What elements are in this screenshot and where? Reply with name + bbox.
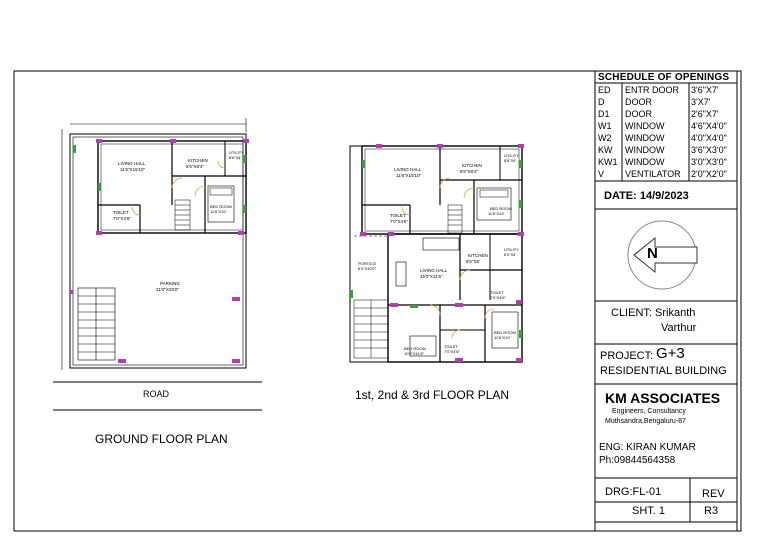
schedule-size: 4'6"X4'0" (691, 121, 727, 131)
upper-bedroom-c-size: 10'0"X11'6" (404, 351, 425, 356)
engineer-name: ENG: KIRAN KUMAR (599, 442, 696, 453)
ground-bedroom-size: 11'6"X10' (210, 209, 227, 214)
project-description: RESIDENTIAL BUILDING (600, 365, 727, 377)
schedule-name: WINDOW (625, 133, 665, 143)
title-block-frame (594, 71, 738, 531)
company-name: KM ASSOCIATES (605, 390, 721, 406)
schedule-size: 3'X7' (691, 97, 711, 107)
sheet-number: SHT. 1 (632, 505, 666, 517)
upper-living-a-size: 11'6"X15'10" (396, 173, 422, 178)
schedule-title: SCHEDULE OF OPENINGS (598, 72, 730, 83)
schedule-size: 4'0"X4'0" (691, 133, 727, 143)
road-label: ROAD (143, 389, 170, 399)
schedule-code: W1 (598, 121, 612, 131)
schedule-code: W2 (598, 133, 612, 143)
company-line2: Muthsandra,Bengaluru-87 (605, 418, 686, 425)
upper-bedroom-b-size: 11'6"X10' (494, 335, 511, 340)
rev-value: R3 (704, 505, 719, 517)
client-name: Varthur (661, 322, 697, 334)
upper-bedroom-c-label: BED ROOM (404, 346, 426, 351)
upper-living-b-size: 15'0"X11'6" (420, 274, 443, 279)
ground-kitchen-label: KITCHEN (188, 158, 208, 163)
schedule-name: WINDOW (625, 145, 665, 155)
upper-toilet-a-label: TOILET (390, 213, 406, 218)
ground-toilet-size: 7'0"X4'6" (113, 216, 131, 221)
upper-bedroom-a-size: 11'6"X10' (488, 211, 505, 216)
ground-kitchen-size: 8'6"X8'4" (186, 164, 204, 169)
schedule-code: V (598, 169, 605, 179)
schedule-size: 2'0"X2'0" (691, 169, 727, 179)
schedule-code: D1 (598, 109, 610, 119)
ground-floor-title: GROUND FLOOR PLAN (95, 432, 228, 446)
ground-utility-label: UTILITY (229, 150, 244, 155)
drawing-number: DRG:FL-01 (605, 486, 662, 498)
ground-floor-plan (53, 118, 262, 411)
schedule-name: DOOR (625, 109, 652, 119)
sheet-border (13, 70, 742, 532)
schedule-name: VENTILATOR (625, 169, 681, 179)
project-label: PROJECT: (600, 350, 654, 362)
rev-label: REV (702, 488, 725, 500)
upper-toilet-b-size: 7'0"X4'6" (490, 295, 506, 300)
schedule-code: D (598, 97, 605, 107)
upper-living-a-label: LIVING HALL (394, 167, 422, 172)
project-value: G+3 (656, 345, 685, 362)
ground-bedroom-label: BED ROOM (210, 204, 232, 209)
upper-utility-b-size: 6'0"X4' (504, 252, 517, 257)
upper-toilet-c-size: 7'0"X4'6" (444, 349, 460, 354)
ground-utility-size: 8'6"X4' (229, 155, 242, 160)
upper-utility-a-size: 8'6"X4' (504, 158, 517, 163)
schedule-name: ENTR DOOR (625, 85, 679, 95)
schedule-name: DOOR (625, 97, 652, 107)
schedule-size: 3'0"X3'0" (691, 157, 727, 167)
upper-toilet-a-size: 7'0"X4'6" (390, 219, 408, 224)
upper-bedroom-b-label: BED ROOM (494, 330, 516, 335)
upper-floor-plan (349, 145, 523, 363)
ground-parking-size: 21'0"X25'0" (156, 287, 179, 292)
ground-living-label: LIVING HALL (118, 161, 146, 166)
north-label: N (647, 245, 658, 262)
engineer-phone: Ph:09844564358 (599, 455, 676, 466)
schedule-size: 3'6"X3'0" (691, 145, 727, 155)
company-line1: Engineers, Consultancy (612, 408, 686, 415)
upper-toilet-c-label: TOILET (444, 344, 458, 349)
upper-kitchen-a-label: KITCHEN (462, 163, 482, 168)
upper-toilet-b-label: TOILET (490, 290, 504, 295)
schedule-name: WINDOW (625, 121, 665, 131)
upper-kitchen-b-label: KITCHEN (468, 253, 488, 258)
upper-floor-title: 1st, 2nd & 3rd FLOOR PLAN (355, 388, 510, 402)
schedule-name: WINDOW (625, 157, 665, 167)
date-label: DATE: 14/9/2023 (604, 190, 689, 202)
upper-utility-a-label: UTILITY (504, 153, 519, 158)
schedule-size: 3'6"X7' (691, 85, 719, 95)
upper-utility-b-label: UTILITY (504, 247, 519, 252)
upper-bedroom-a-label: BED ROOM (490, 206, 512, 211)
upper-living-b-label: LIVING HALL (420, 268, 448, 273)
ground-living-size: 11'6"X15'10" (120, 167, 146, 172)
ground-parking-label: PARKING (160, 281, 180, 286)
client-label: CLIENT: Srikanth (611, 307, 696, 319)
schedule-code: KW (598, 145, 613, 155)
ground-columns (70, 139, 249, 363)
upper-kitchen-b-size: 8'6"X8' (466, 259, 480, 264)
upper-kitchen-a-size: 8'6"X8'4" (460, 169, 478, 174)
north-arrow (627, 220, 698, 290)
ground-toilet-label: TOILET (113, 210, 129, 215)
schedule-size: 2'6"X7' (691, 109, 719, 119)
schedule-code: ED (598, 85, 611, 95)
upper-portico-size: 6'0"X10'0" (358, 266, 377, 271)
schedule-code: KW1 (598, 157, 618, 167)
upper-portico-label: PORTICO (358, 261, 377, 266)
upper-columns (350, 144, 524, 362)
